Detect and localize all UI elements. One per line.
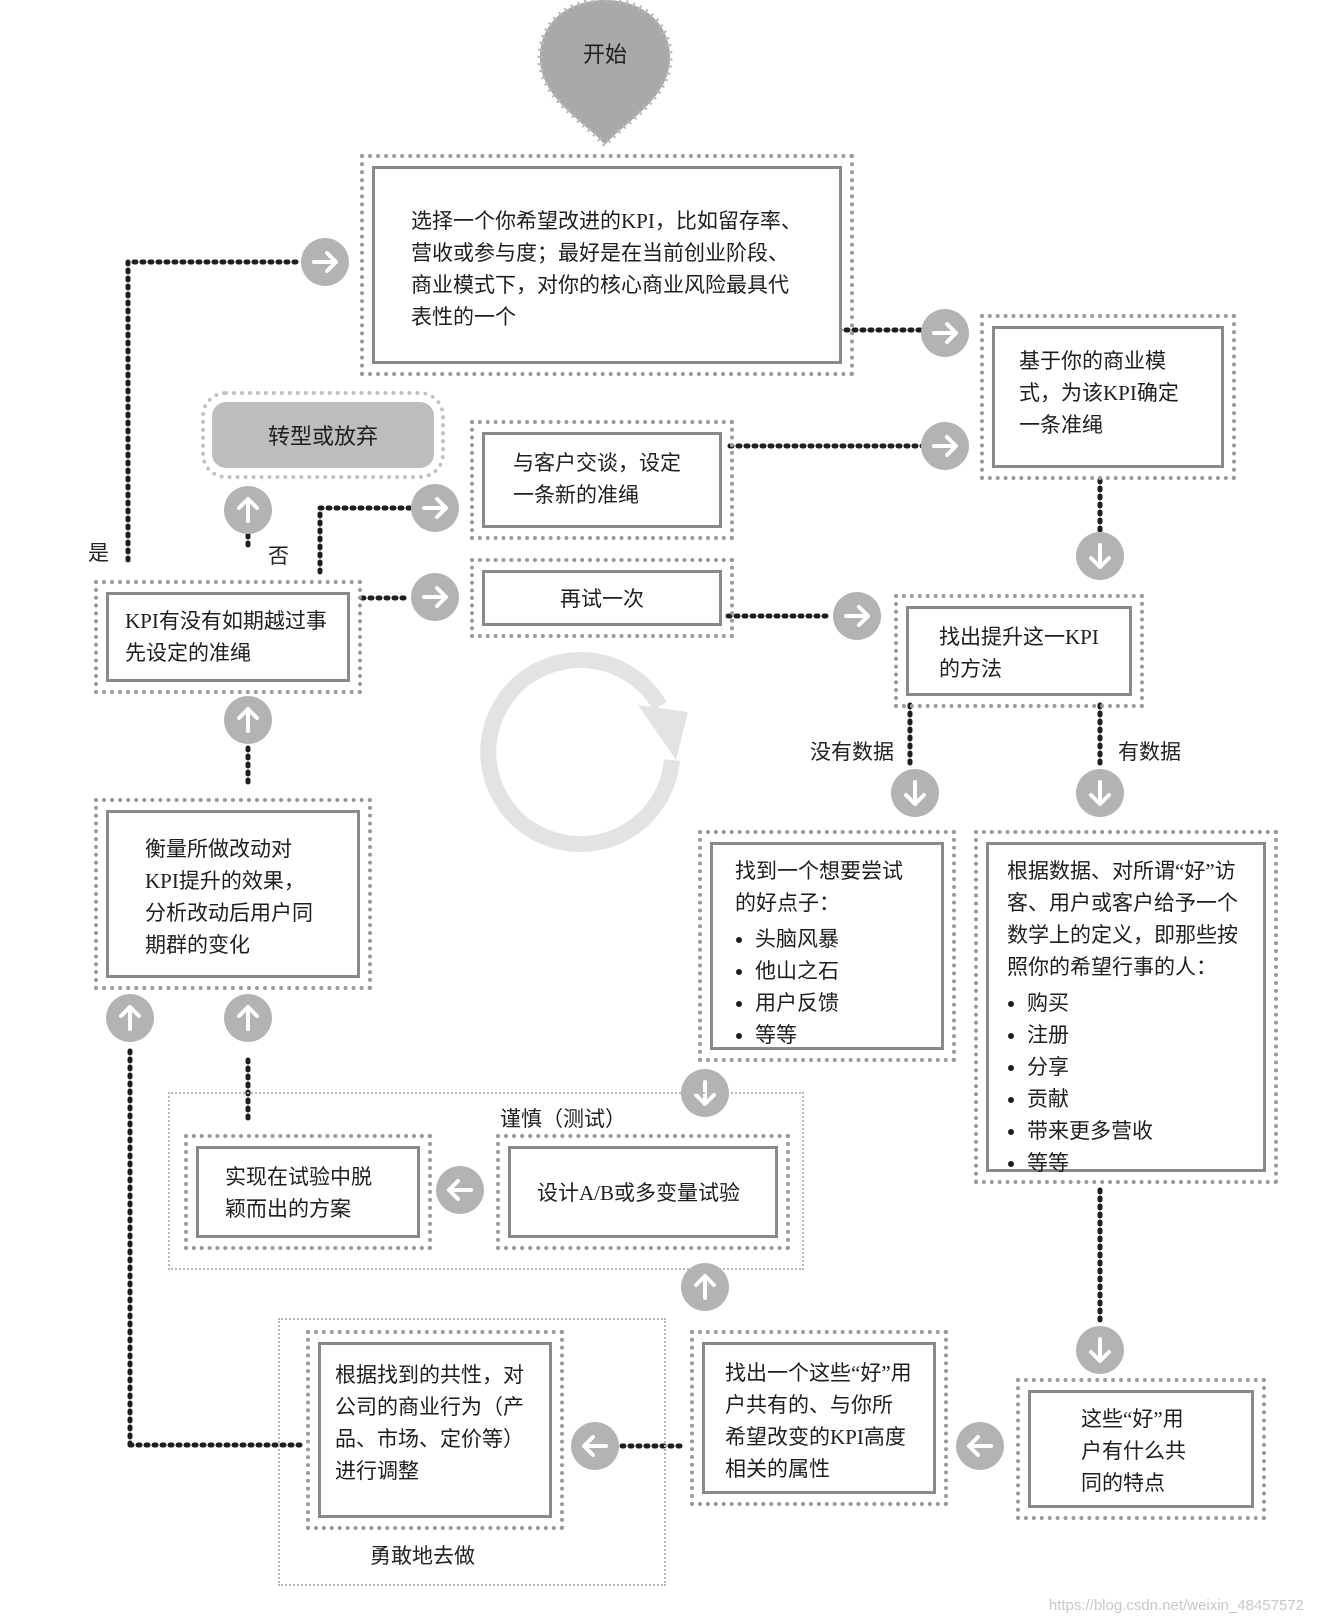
label-yes: 是 bbox=[88, 541, 109, 565]
list-item: 用户反馈 bbox=[755, 987, 919, 1019]
define-good-box: 根据数据、对所谓“好”访客、用户或客户给予一个数学上的定义，即那些按照你的希望行… bbox=[974, 830, 1278, 1184]
arrow-down-icon bbox=[1074, 767, 1126, 819]
talk-customers-box: 与客户交谈，设定一条新的准绳 bbox=[470, 420, 734, 540]
set-line-box: 基于你的商业模式，为该KPI确定一条准绳 bbox=[980, 314, 1236, 480]
start-label: 开始 bbox=[583, 42, 627, 67]
list-item: 等等 bbox=[755, 1019, 919, 1051]
arrow-right-icon bbox=[299, 236, 351, 288]
common-traits-box: 这些“好”用户有什么共同的特点 bbox=[1016, 1378, 1266, 1520]
list-item: 等等 bbox=[1027, 1147, 1245, 1179]
define-good-list: 购买 注册 分享 贡献 带来更多营收 等等 bbox=[1007, 987, 1245, 1179]
retry-box: 再试一次 bbox=[470, 558, 734, 638]
arrow-right-icon bbox=[919, 307, 971, 359]
idea-title: 找到一个想要尝试的好点子： bbox=[735, 859, 903, 915]
label-has-data: 有数据 bbox=[1118, 740, 1181, 764]
idea-box: 找到一个想要尝试的好点子： 头脑风暴 他山之石 用户反馈 等等 bbox=[698, 830, 956, 1062]
pivot-node: 转型或放弃 bbox=[201, 391, 445, 479]
arrow-up-icon bbox=[222, 992, 274, 1044]
arrow-up-icon bbox=[104, 992, 156, 1044]
label-no: 否 bbox=[268, 544, 289, 568]
select-kpi-box: 选择一个你希望改进的KPI，比如留存率、营收或参与度；最好是在当前创业阶段、商业… bbox=[360, 154, 854, 376]
arrow-up-icon bbox=[222, 694, 274, 746]
list-item: 他山之石 bbox=[755, 955, 919, 987]
list-item: 注册 bbox=[1027, 1019, 1245, 1051]
arrow-right-icon bbox=[919, 420, 971, 472]
list-item: 头脑风暴 bbox=[755, 923, 919, 955]
region-careful-label: 谨慎（测试） bbox=[500, 1107, 626, 1131]
region-bold-label: 勇敢地去做 bbox=[370, 1544, 475, 1568]
adjust-box: 根据找到的共性，对公司的商业行为（产品、市场、定价等）进行调整 bbox=[306, 1330, 564, 1530]
arrow-left-icon bbox=[954, 1420, 1006, 1472]
find-method-box: 找出提升这一KPI的方法 bbox=[894, 594, 1144, 708]
cycle-icon bbox=[480, 652, 688, 853]
measure-box: 衡量所做改动对KPI提升的效果，分析改动后用户同期群的变化 bbox=[94, 798, 372, 990]
arrow-up-icon bbox=[222, 484, 274, 536]
arrow-right-icon bbox=[409, 571, 461, 623]
design-test-box: 设计A/B或多变量试验 bbox=[496, 1134, 790, 1250]
start-node: 开始 bbox=[537, 0, 673, 149]
list-item: 分享 bbox=[1027, 1051, 1245, 1083]
label-no-data: 没有数据 bbox=[810, 740, 894, 764]
list-item: 带来更多营收 bbox=[1027, 1115, 1245, 1147]
arrow-up-icon bbox=[679, 1261, 731, 1313]
arrow-right-icon bbox=[831, 590, 883, 642]
region-careful bbox=[168, 1092, 804, 1270]
idea-list: 头脑风暴 他山之石 用户反馈 等等 bbox=[735, 923, 919, 1051]
list-item: 购买 bbox=[1027, 987, 1245, 1019]
region-bold bbox=[278, 1318, 666, 1586]
arrow-down-icon bbox=[1074, 530, 1126, 582]
list-item: 贡献 bbox=[1027, 1083, 1245, 1115]
implement-box: 实现在试验中脱颖而出的方案 bbox=[184, 1134, 432, 1250]
watermark: https://blog.csdn.net/weixin_48457572 bbox=[1048, 1597, 1304, 1614]
define-good-title: 根据数据、对所谓“好”访客、用户或客户给予一个数学上的定义，即那些按照你的希望行… bbox=[1007, 859, 1238, 979]
arrow-down-icon bbox=[889, 767, 941, 819]
arrow-right-icon bbox=[409, 482, 461, 534]
kpi-check-box: KPI有没有如期越过事先设定的准绳 bbox=[94, 580, 362, 694]
arrow-down-icon bbox=[1074, 1324, 1126, 1376]
find-attr-box: 找出一个这些“好”用户共有的、与你所希望改变的KPI高度相关的属性 bbox=[690, 1330, 948, 1506]
